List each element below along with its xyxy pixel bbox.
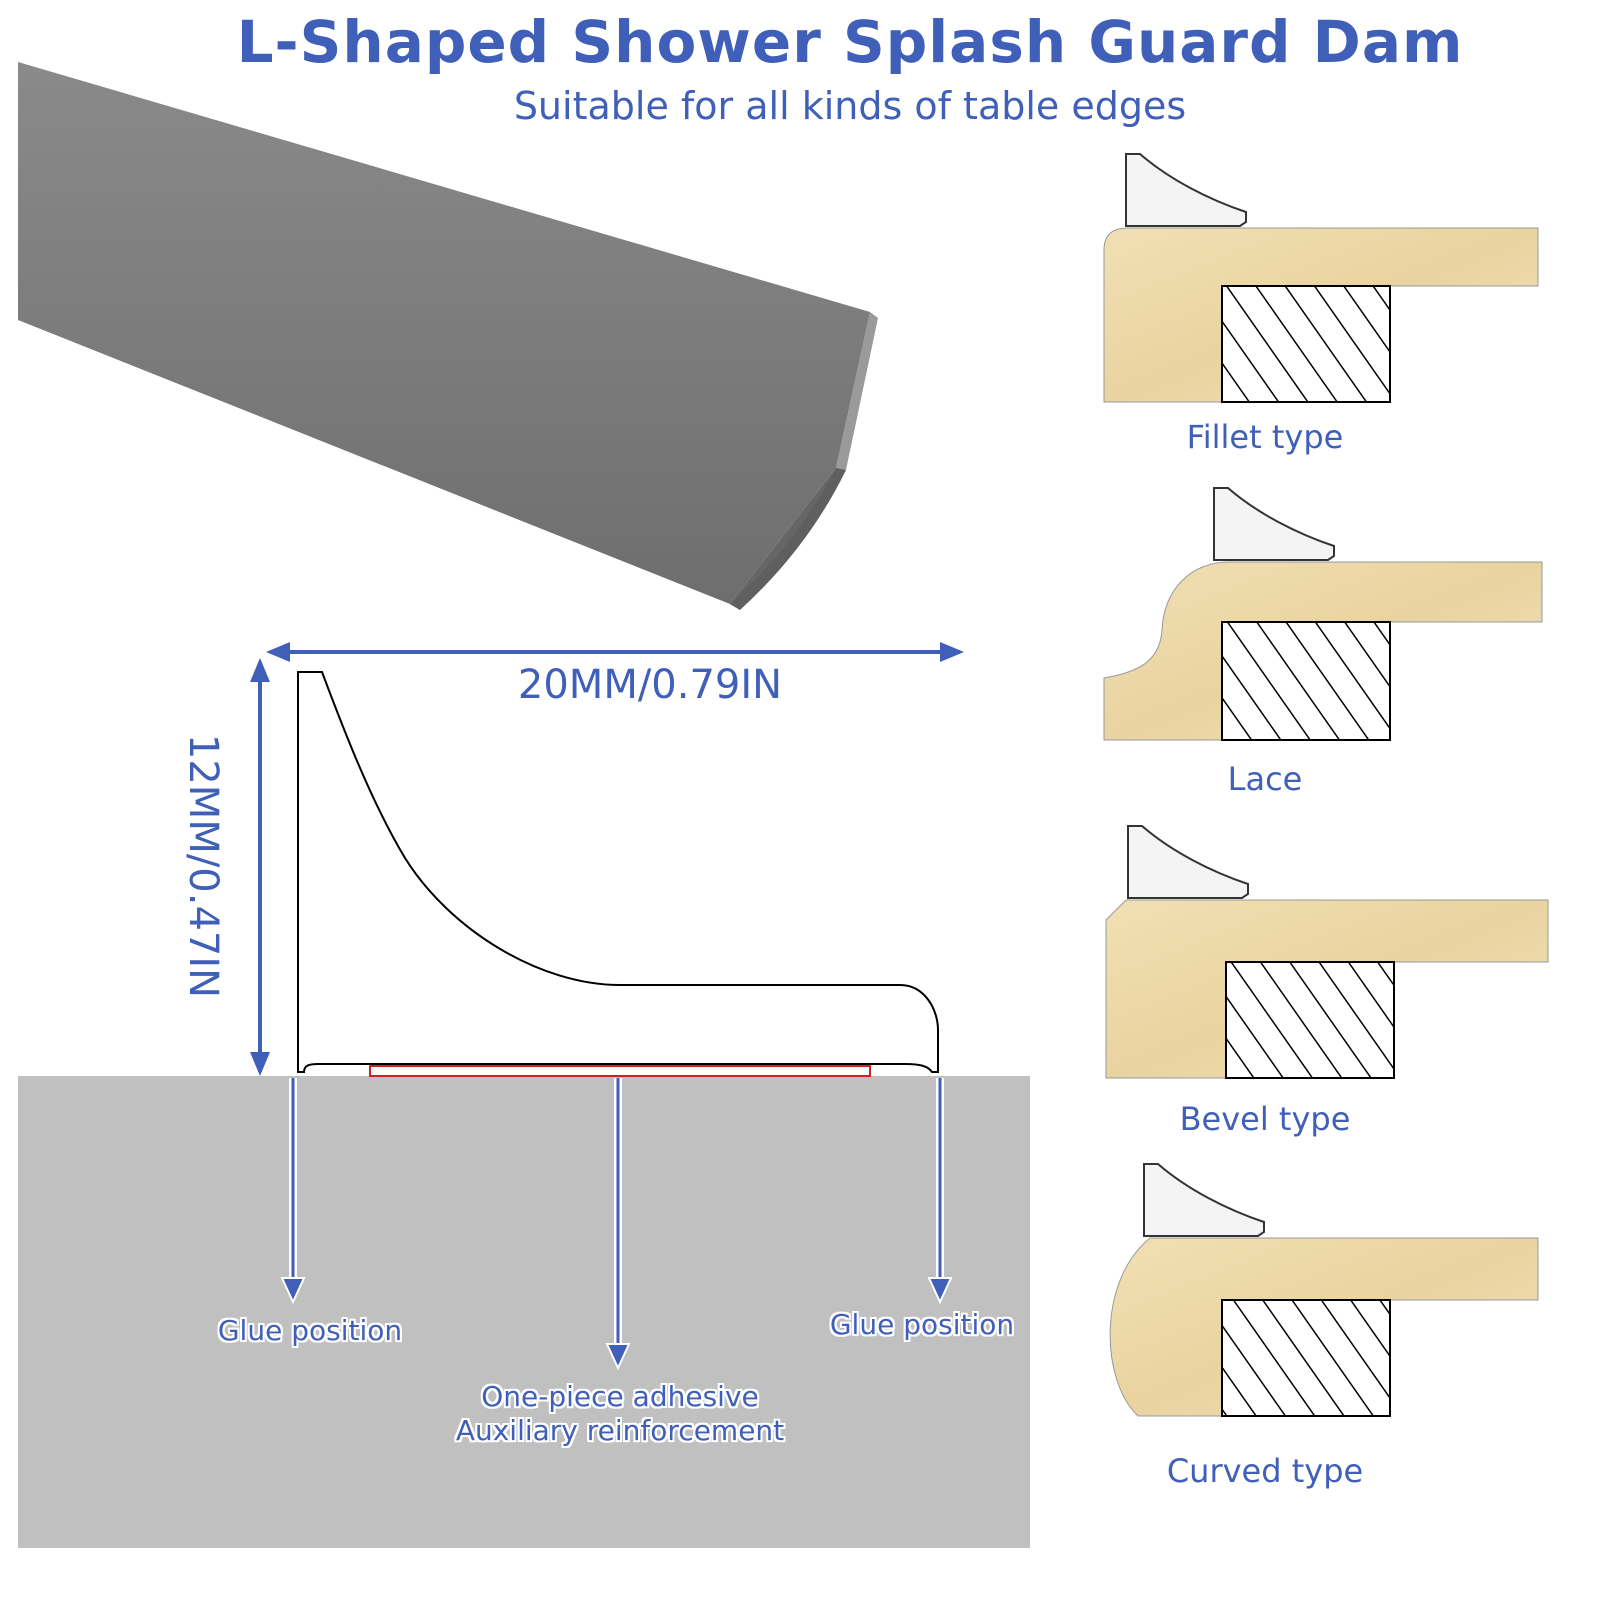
- page-subtitle: Suitable for all kinds of table edges: [513, 84, 1187, 128]
- edge-label-bevel: Bevel type: [1179, 1100, 1351, 1138]
- adhesive-arrow-center: [605, 1078, 631, 1371]
- edge-diagram-bevel: [1105, 825, 1549, 1079]
- glue-position-left-label: Glue position: [217, 1314, 403, 1347]
- glue-arrow-right: [927, 1078, 953, 1305]
- height-dimension-arrow: [250, 658, 270, 1076]
- product-strip: [18, 62, 878, 610]
- width-dimension-arrow: [266, 642, 964, 662]
- edge-label-curved: Curved type: [1166, 1452, 1364, 1490]
- page-title: L-Shaped Shower Splash Guard Dam: [236, 8, 1464, 76]
- edge-label-lace: Lace: [1227, 760, 1303, 798]
- glue-arrow-left: [280, 1078, 306, 1305]
- adhesive-label-line2: Auxiliary reinforcement: [455, 1414, 785, 1447]
- mounting-surface: [18, 1076, 1030, 1548]
- glue-position-right-label: Glue position: [829, 1308, 1015, 1341]
- edge-diagram-fillet: [1103, 153, 1539, 403]
- adhesive-label-line1: One-piece adhesive: [481, 1380, 759, 1413]
- adhesive-strip: [369, 1065, 871, 1077]
- edge-diagram-curved: [1109, 1163, 1539, 1417]
- height-dimension-label: 12MM/0.47IN: [180, 733, 226, 999]
- width-dimension-label: 20MM/0.79IN: [517, 662, 783, 708]
- profile-cross-section: [297, 671, 939, 1073]
- edge-label-fillet: Fillet type: [1186, 418, 1344, 456]
- edge-diagram-lace: [1103, 487, 1543, 741]
